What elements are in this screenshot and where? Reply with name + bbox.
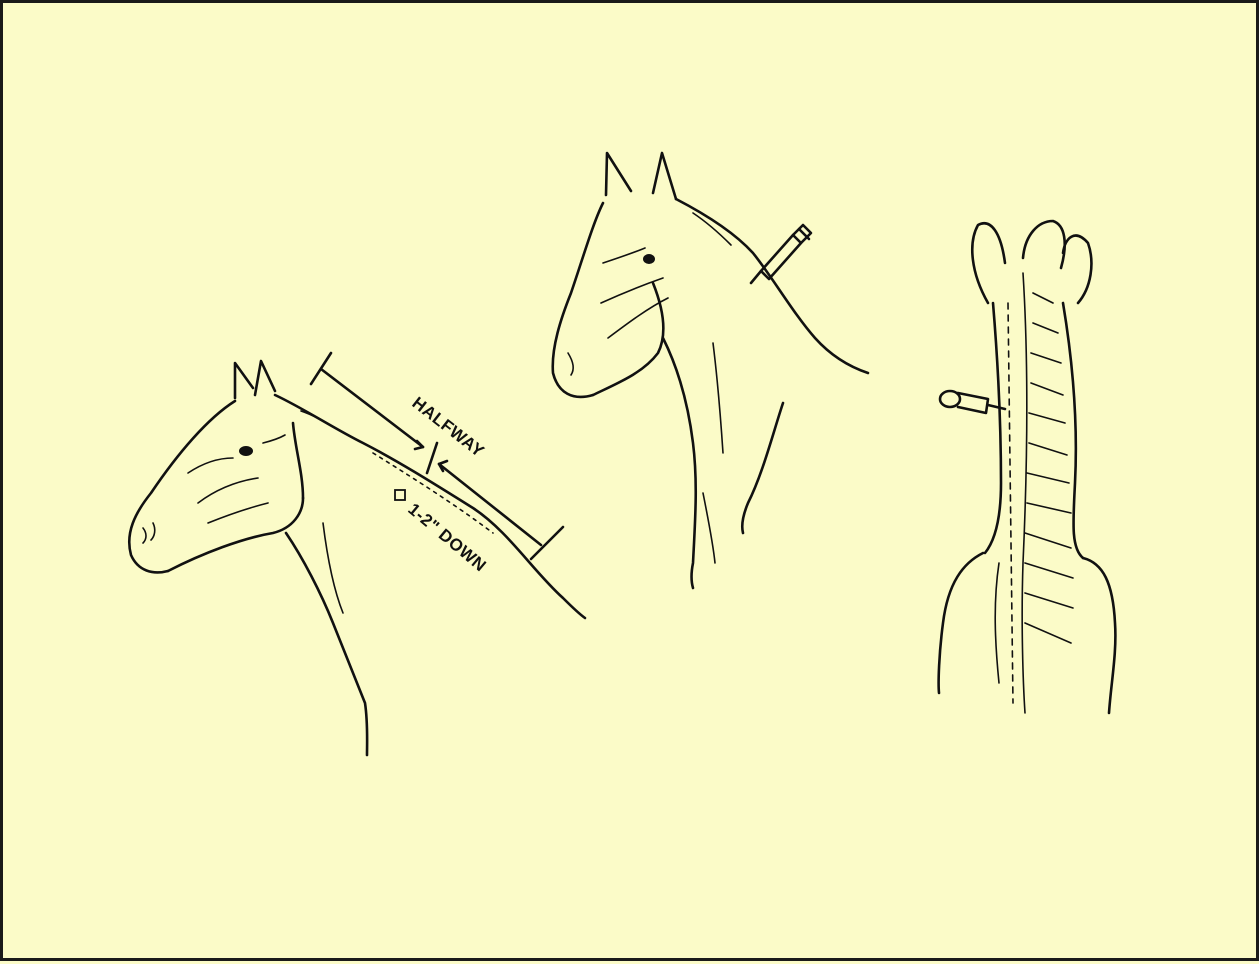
syringe-middle xyxy=(751,225,811,283)
horse-rear-view xyxy=(939,221,1116,713)
horse-injection-diagram: HALFWAY 1-2" DOWN xyxy=(3,3,1259,964)
horse-left-profile xyxy=(129,361,585,755)
syringe-right xyxy=(940,391,1005,413)
horse-middle-profile xyxy=(553,153,868,588)
injection-site-marker xyxy=(395,490,405,500)
halfway-label: HALFWAY xyxy=(409,393,489,461)
